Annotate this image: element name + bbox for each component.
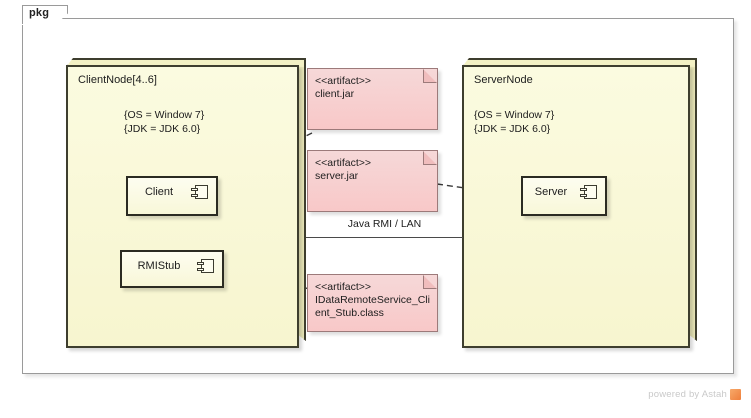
node-client-properties: {OS = Window 7} {JDK = JDK 6.0} <box>124 109 205 135</box>
astah-logo-icon <box>730 389 741 400</box>
node-server-properties: {OS = Window 7} {JDK = JDK 6.0} <box>474 109 555 135</box>
component-rmistub[interactable]: RMIStub <box>120 250 224 288</box>
component-client-label: Client <box>144 186 174 198</box>
node-client-label: ClientNode[4..6] <box>78 74 157 86</box>
artifact-stub-class-stereotype: <<artifact>> <box>315 281 372 293</box>
watermark-text: powered by Astah <box>648 389 727 400</box>
artifact-client-jar-label: client.jar <box>315 88 355 100</box>
package-tab-joint <box>22 24 56 25</box>
component-rmistub-label: RMIStub <box>137 260 181 272</box>
component-icon <box>197 259 214 273</box>
communication-path-line[interactable] <box>306 237 463 238</box>
artifact-stub-class-label: IDataRemoteService_Cli ent_Stub.class <box>315 294 430 319</box>
package-tab-label: pkg <box>29 7 50 19</box>
artifact-client-jar-stereotype: <<artifact>> <box>315 75 372 87</box>
component-client[interactable]: Client <box>126 176 218 216</box>
component-icon <box>580 185 597 199</box>
component-server[interactable]: Server <box>521 176 607 216</box>
component-server-label: Server <box>534 186 568 198</box>
component-icon <box>191 185 208 199</box>
communication-path-label: Java RMI / LAN <box>347 218 422 230</box>
artifact-server-jar-label: server.jar <box>315 170 359 182</box>
node-server-label: ServerNode <box>474 74 533 86</box>
artifact-client-jar[interactable]: <<artifact>> client.jar <box>307 68 438 130</box>
watermark: powered by Astah <box>648 389 741 400</box>
artifact-stub-class[interactable]: <<artifact>> IDataRemoteService_Cli ent_… <box>307 274 438 332</box>
artifact-server-jar-stereotype: <<artifact>> <box>315 157 372 169</box>
artifact-server-jar[interactable]: <<artifact>> server.jar <box>307 150 438 212</box>
